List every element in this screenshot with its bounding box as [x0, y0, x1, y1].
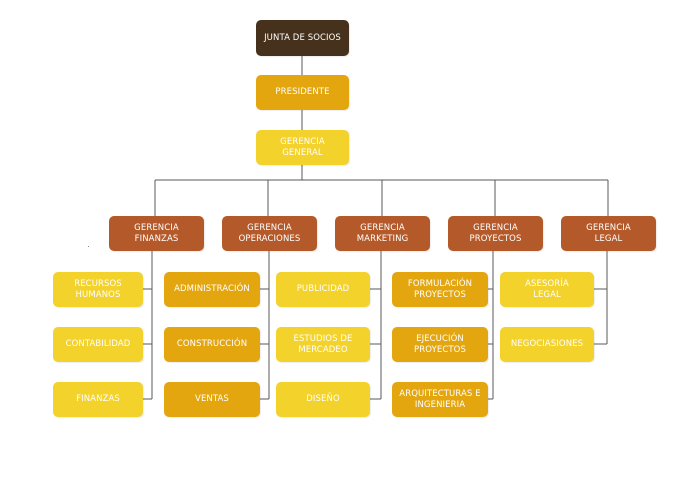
- node-estudios-de-mercadeo: ESTUDIOS DE MERCADEO: [276, 327, 370, 362]
- node-label: DISEÑO: [306, 394, 340, 404]
- node-gerencia-general: GERENCIA GENERAL: [256, 130, 349, 165]
- node-junta-de-socios: JUNTA DE SOCIOS: [256, 20, 349, 56]
- node-ventas: VENTAS: [164, 382, 260, 417]
- node-label: ADMINISTRACIÓN: [174, 284, 250, 294]
- node-label: GERENCIA OPERACIONES: [238, 222, 301, 244]
- node-ejecucion-proyectos: EJECUCIÓN PROYECTOS: [392, 327, 488, 362]
- node-gerencia-marketing: GERENCIA MARKETING: [335, 216, 430, 251]
- node-label: ESTUDIOS DE MERCADEO: [293, 333, 353, 355]
- node-label: RECURSOS HUMANOS: [74, 278, 122, 300]
- node-contabilidad: CONTABILIDAD: [53, 327, 143, 362]
- node-label: ARQUITECTURAS E INGENIERIA: [399, 388, 481, 410]
- node-gerencia-legal: GERENCIA LEGAL: [561, 216, 656, 251]
- node-arquitecturas-e-ingenieria: ARQUITECTURAS E INGENIERIA: [392, 382, 488, 417]
- node-gerencia-operaciones: GERENCIA OPERACIONES: [222, 216, 317, 251]
- node-label: GERENCIA LEGAL: [586, 222, 631, 244]
- node-label: PUBLICIDAD: [296, 284, 350, 294]
- node-negociasiones: NEGOCIASIONES: [500, 327, 594, 362]
- node-label: ASESORÍA LEGAL: [525, 278, 569, 300]
- node-label: CONSTRUCCIÓN: [176, 339, 248, 349]
- node-label: PRESIDENTE: [275, 87, 330, 97]
- node-label: EJECUCIÓN PROYECTOS: [414, 333, 466, 355]
- node-construccion: CONSTRUCCIÓN: [164, 327, 260, 362]
- node-label: NEGOCIASIONES: [510, 339, 584, 349]
- stray-dot: [88, 246, 89, 247]
- node-label: GERENCIA FINANZAS: [134, 222, 179, 244]
- node-gerencia-finanzas: GERENCIA FINANZAS: [109, 216, 204, 251]
- node-label: VENTAS: [195, 394, 229, 404]
- node-diseno: DISEÑO: [276, 382, 370, 417]
- node-label: GERENCIA MARKETING: [356, 222, 409, 244]
- node-publicidad: PUBLICIDAD: [276, 272, 370, 307]
- node-gerencia-proyectos: GERENCIA PROYECTOS: [448, 216, 543, 251]
- node-label: JUNTA DE SOCIOS: [264, 32, 341, 43]
- node-label: FINANZAS: [76, 394, 120, 404]
- node-presidente: PRESIDENTE: [256, 75, 349, 110]
- node-formulacion-proyectos: FORMULACIÓN PROYECTOS: [392, 272, 488, 307]
- node-label: FORMULACIÓN PROYECTOS: [407, 278, 473, 300]
- node-label: CONTABILIDAD: [65, 339, 131, 349]
- node-finanzas: FINANZAS: [53, 382, 143, 417]
- node-recursos-humanos: RECURSOS HUMANOS: [53, 272, 143, 307]
- node-label: GERENCIA PROYECTOS: [469, 222, 522, 244]
- node-asesoria-legal: ASESORÍA LEGAL: [500, 272, 594, 307]
- node-administracion: ADMINISTRACIÓN: [164, 272, 260, 307]
- node-label: GERENCIA GENERAL: [280, 136, 325, 158]
